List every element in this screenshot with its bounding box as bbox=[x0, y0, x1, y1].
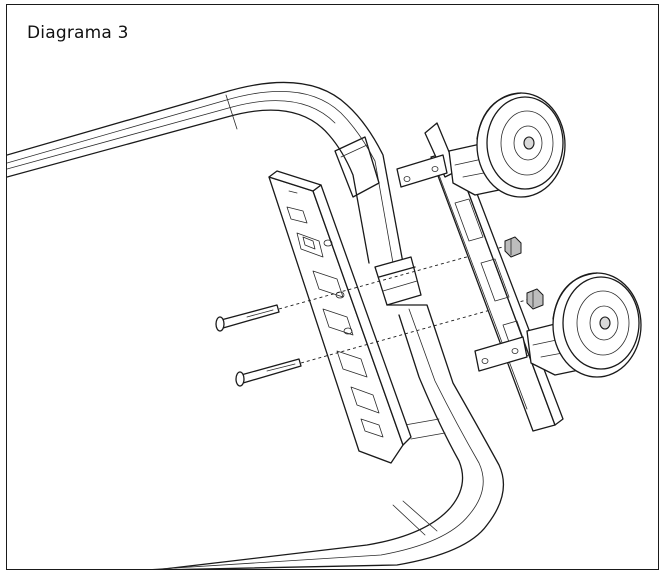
tubular-frame bbox=[7, 81, 505, 569]
nut bbox=[526, 288, 544, 310]
caster-wheel bbox=[552, 272, 642, 378]
bolt bbox=[215, 304, 280, 332]
nut bbox=[504, 236, 522, 258]
caster-wheel bbox=[476, 92, 566, 198]
caster-mount-plate bbox=[268, 170, 412, 464]
diagram-caption: Diagrama 3 bbox=[27, 23, 129, 43]
assembly-illustration bbox=[7, 81, 642, 569]
bolt bbox=[235, 358, 302, 387]
diagram-frame: Diagrama 3 bbox=[6, 4, 659, 570]
